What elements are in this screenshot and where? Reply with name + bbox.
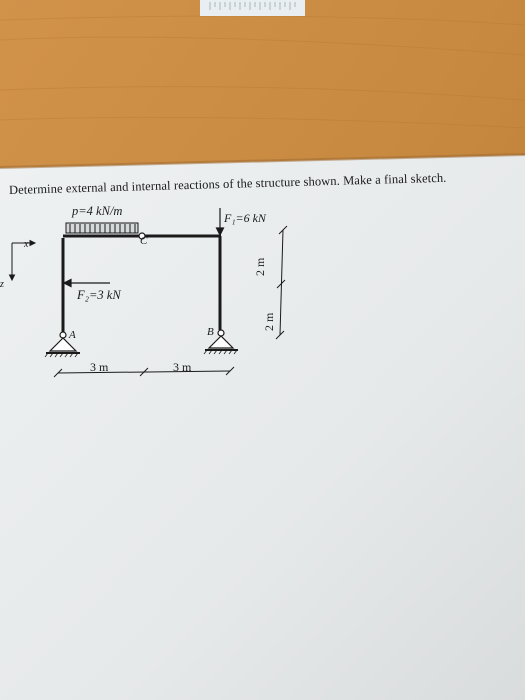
distributed-load-label: p=4 kN/m (72, 204, 123, 218)
paper-shadow (0, 153, 525, 169)
support-b (203, 329, 238, 355)
ruler (200, 0, 305, 16)
dimension-left-label: 3 m (90, 360, 109, 374)
axis-x-label: x (24, 239, 29, 250)
node-c-label: C (140, 235, 148, 247)
node-a-label: A (69, 329, 76, 341)
force-f1-label: F₁=6 kN (224, 211, 266, 225)
node-b-label: B (207, 326, 214, 338)
dimension-lower-label: 2 m (262, 312, 276, 331)
force-f2-arrow (62, 278, 110, 288)
dimension-horizontal (53, 366, 235, 378)
dimension-right-label: 3 m (173, 360, 192, 374)
wood-grain (0, 15, 525, 129)
axis-z-label: z (0, 279, 4, 290)
force-f2-label: F₂=3 kN (77, 288, 121, 302)
dimension-upper-label: 2 m (253, 257, 267, 276)
force-f1-arrow (215, 208, 225, 237)
hinge-c (138, 232, 146, 240)
distributed-load-p (65, 222, 139, 234)
support-a (44, 331, 80, 358)
coordinate-axes (8, 239, 37, 282)
dimension-vertical (275, 225, 288, 340)
paper-sheet (0, 155, 525, 700)
